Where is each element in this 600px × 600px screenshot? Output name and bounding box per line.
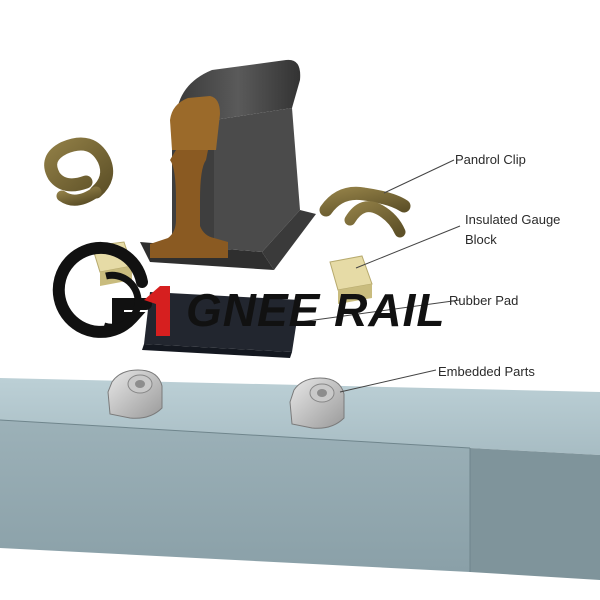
label-rubber-pad: Rubber Pad (449, 293, 518, 308)
label-gauge-block-line2: Block (465, 232, 497, 247)
label-pandrol-clip: Pandrol Clip (455, 152, 526, 167)
brand-name: GNEE RAIL (186, 284, 445, 336)
logo-red-one (144, 286, 170, 336)
label-embedded-parts: Embedded Parts (438, 364, 535, 379)
pandrol-clip-right (319, 186, 411, 238)
callout-lines (299, 159, 461, 393)
rail (140, 59, 316, 270)
embedded-part-right (289, 377, 345, 429)
rubber-pad (142, 292, 300, 358)
pandrol-clip-left (44, 137, 114, 206)
label-gauge-block-line1: Insulated Gauge (465, 212, 560, 227)
embedded-part-left (107, 369, 163, 419)
gauge-block-right (329, 255, 373, 304)
gnee-rail-logo: GNEE RAIL (52, 241, 445, 338)
